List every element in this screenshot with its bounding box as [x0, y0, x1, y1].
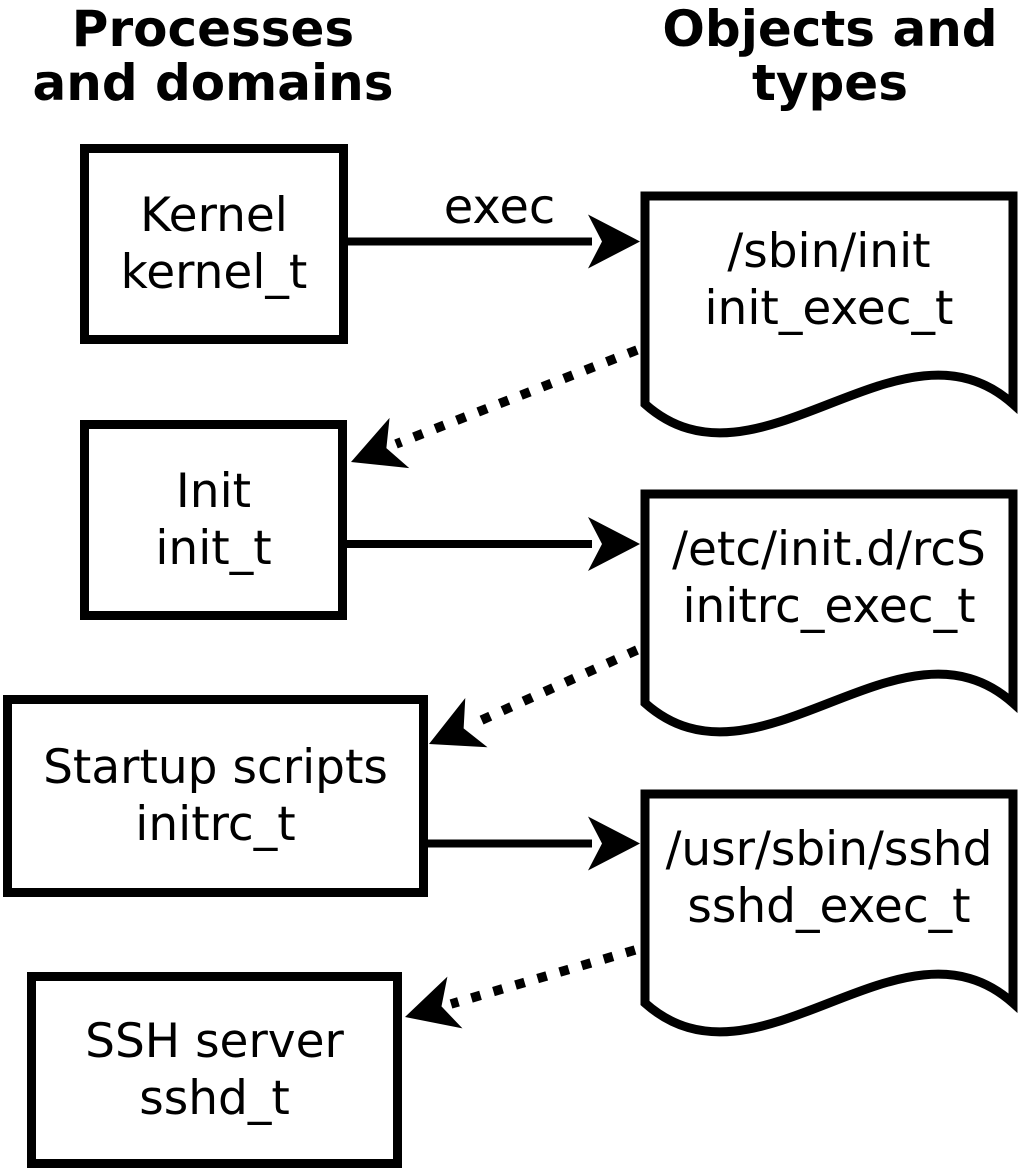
process-domain-type: init_t: [155, 521, 272, 576]
process-node-startup-scripts: Startup scripts initrc_t: [3, 695, 428, 897]
object-file-type: initrc_exec_t: [682, 579, 976, 634]
process-box-kernel: [80, 144, 348, 344]
column-header-processes: Processes and domains: [28, 2, 398, 110]
header-line: and domains: [32, 54, 394, 112]
process-box-init: [80, 420, 347, 620]
header-line: Objects and: [662, 0, 998, 58]
process-domain-type: initrc_t: [135, 797, 296, 852]
object-doc-sbin-init: [640, 191, 1018, 438]
object-node-sbin-init: /sbin/init init_exec_t: [645, 196, 1013, 364]
process-domain-type: kernel_t: [120, 245, 308, 300]
process-node-ssh-server: SSH server sshd_t: [27, 972, 402, 1168]
process-name: Kernel: [140, 188, 288, 243]
exec-arrow-kernel-to-sbin-init: [344, 214, 640, 269]
transition-arrow-init-exec-to-init: [351, 345, 639, 469]
header-line: types: [752, 54, 908, 112]
exec-arrow-startup-to-sshd: [424, 816, 640, 871]
process-box-startup-scripts: [3, 695, 428, 897]
object-node-etc-initd-rcs: /etc/init.d/rcS initrc_exec_t: [645, 494, 1013, 662]
process-box-ssh-server: [27, 972, 402, 1168]
object-node-usr-sbin-sshd: /usr/sbin/sshd sshd_exec_t: [645, 794, 1013, 962]
process-name: Init: [175, 464, 252, 519]
object-path: /usr/sbin/sshd: [665, 822, 993, 877]
process-name: SSH server: [85, 1014, 344, 1069]
exec-arrow-label: exec: [443, 179, 556, 235]
object-path: /sbin/init: [727, 224, 931, 279]
exec-arrow-init-to-rcs: [343, 517, 640, 571]
object-doc-usr-sbin-sshd: [640, 789, 1018, 1037]
column-header-objects: Objects and types: [635, 2, 1024, 110]
transition-arrow-sshd-exec-to-sshd: [405, 945, 637, 1029]
transition-arrow-initrc-exec-to-initrc: [429, 645, 639, 748]
header-line: Processes: [71, 0, 355, 58]
object-file-type: init_exec_t: [704, 281, 954, 336]
object-file-type: sshd_exec_t: [687, 879, 971, 934]
process-domain-type: sshd_t: [139, 1071, 290, 1126]
process-node-kernel: Kernel kernel_t: [80, 144, 348, 344]
object-path: /etc/init.d/rcS: [672, 522, 986, 577]
process-name: Startup scripts: [43, 740, 388, 795]
process-node-init: Init init_t: [80, 420, 347, 620]
object-doc-etc-initd-rcs: [640, 489, 1018, 737]
